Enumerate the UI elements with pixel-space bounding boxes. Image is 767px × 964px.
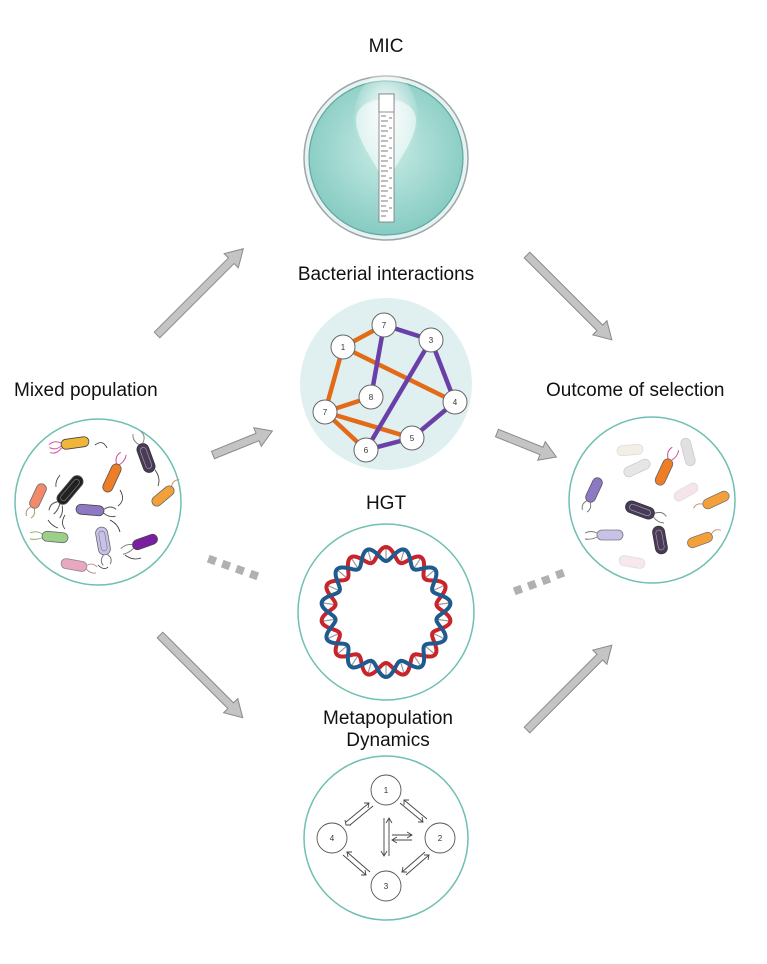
bacterium-icon — [687, 529, 722, 549]
dna-rung — [413, 654, 422, 668]
migration-arrows — [342, 799, 430, 876]
arrow-metapopulation-to-outcome — [523, 644, 613, 734]
dotted-connector-left — [206, 554, 260, 581]
patch-node — [316, 822, 348, 854]
patch-node — [424, 822, 456, 854]
hgt-circle — [297, 523, 475, 701]
network-node-label: 4 — [453, 398, 458, 407]
dna-rung — [350, 556, 359, 570]
bacterium-icon — [25, 483, 47, 519]
interaction-arrows — [47, 442, 160, 569]
bacterium-icon — [623, 458, 651, 478]
dna-rung — [336, 644, 348, 656]
network-node-label: 1 — [341, 343, 346, 352]
bacterium-icon — [625, 500, 667, 524]
bacterium-icon — [60, 558, 98, 574]
network-node-label: 7 — [382, 321, 387, 330]
dna-rung — [436, 602, 451, 606]
patch-node-label: 3 — [384, 882, 389, 891]
dna-rung — [436, 618, 451, 622]
interaction-network: 1 7 3 8 7 4 5 6 — [300, 298, 472, 470]
patch-node-label: 1 — [384, 786, 389, 795]
metapopulation-label-line2: Dynamics — [346, 730, 430, 751]
network-node — [312, 399, 338, 425]
network-node-label: 5 — [410, 434, 415, 443]
patch-node-label: 4 — [330, 834, 335, 843]
dna-rung — [367, 660, 373, 675]
patch-node — [370, 870, 402, 902]
mic-petri-dish — [303, 72, 469, 241]
arrow-mic-to-outcome — [523, 251, 613, 341]
network-node-label: 7 — [323, 408, 328, 417]
bacterium-icon — [673, 482, 699, 502]
bacterium-icon — [95, 526, 112, 566]
patch-node — [370, 774, 402, 806]
bacterium-icon — [584, 529, 624, 541]
dna-rung — [326, 584, 340, 592]
bacterium-icon — [616, 443, 644, 457]
hgt-label: HGT — [365, 493, 407, 514]
mixed-population-label: Mixed population — [14, 380, 158, 401]
dotted-connector-right — [512, 568, 566, 596]
patch-node-label: 2 — [438, 834, 443, 843]
outcome-of-selection-label: Outcome of selection — [546, 380, 725, 401]
bacterium-icon — [132, 430, 156, 473]
dna-rung — [424, 644, 436, 656]
metapopulation-label-line1: Metapopulation — [323, 708, 453, 729]
bacterium-icon — [581, 477, 603, 513]
dna-rung — [424, 568, 436, 580]
network-node — [418, 327, 444, 353]
network-node — [353, 437, 379, 463]
dna-rung — [321, 618, 336, 622]
network-node-label: 8 — [369, 393, 374, 402]
dna-strand — [319, 547, 453, 680]
bacterium-icon — [652, 525, 668, 555]
arrows — [153, 248, 613, 734]
arrow-mixed-to-metapopulation — [156, 631, 244, 719]
network-node — [371, 312, 397, 338]
network-node — [442, 389, 468, 415]
network-edge — [363, 337, 434, 453]
bacterium-icon — [151, 479, 180, 507]
network-node — [330, 334, 356, 360]
bacterium-icon — [618, 555, 646, 569]
dna-rung — [321, 602, 336, 606]
dna-rung — [326, 632, 340, 640]
dna-rung — [336, 568, 348, 580]
arrow-mixed-to-mic — [153, 248, 244, 339]
bacterium-icon — [75, 503, 117, 518]
network-edge — [340, 344, 458, 405]
metapopulation-circle: 1 2 3 4 — [303, 755, 469, 921]
network-node — [399, 425, 425, 451]
network-edge — [322, 409, 415, 441]
bacterium-icon — [654, 446, 680, 486]
bacterium-icon — [48, 436, 90, 454]
bacterium-icon — [680, 437, 696, 467]
arrow-interactions-to-outcome — [494, 428, 558, 461]
dna-rung — [399, 660, 405, 675]
network-node-label: 3 — [429, 336, 434, 345]
etest-strip — [378, 93, 395, 223]
bacterium-icon — [48, 475, 84, 519]
outcome-circle — [568, 416, 736, 584]
dna-rung — [367, 549, 373, 564]
bacterium-icon — [120, 533, 158, 555]
bacterium-icon — [102, 451, 127, 493]
dna-rung — [432, 632, 446, 640]
network-node-label: 6 — [364, 446, 369, 455]
dna-ring-icon — [319, 544, 453, 680]
dna-rung — [350, 654, 359, 668]
dna-rung — [399, 549, 405, 564]
arrow-mixed-to-interactions — [210, 427, 274, 460]
network-node — [358, 384, 384, 410]
mixed-population-circle — [14, 418, 182, 586]
bacterium-icon — [29, 530, 69, 544]
bacterium-icon — [693, 490, 730, 510]
dna-rung — [432, 584, 446, 592]
bacterial-interactions-label: Bacterial interactions — [297, 264, 475, 285]
mic-label: MIC — [368, 36, 404, 57]
dna-rung — [413, 556, 422, 570]
